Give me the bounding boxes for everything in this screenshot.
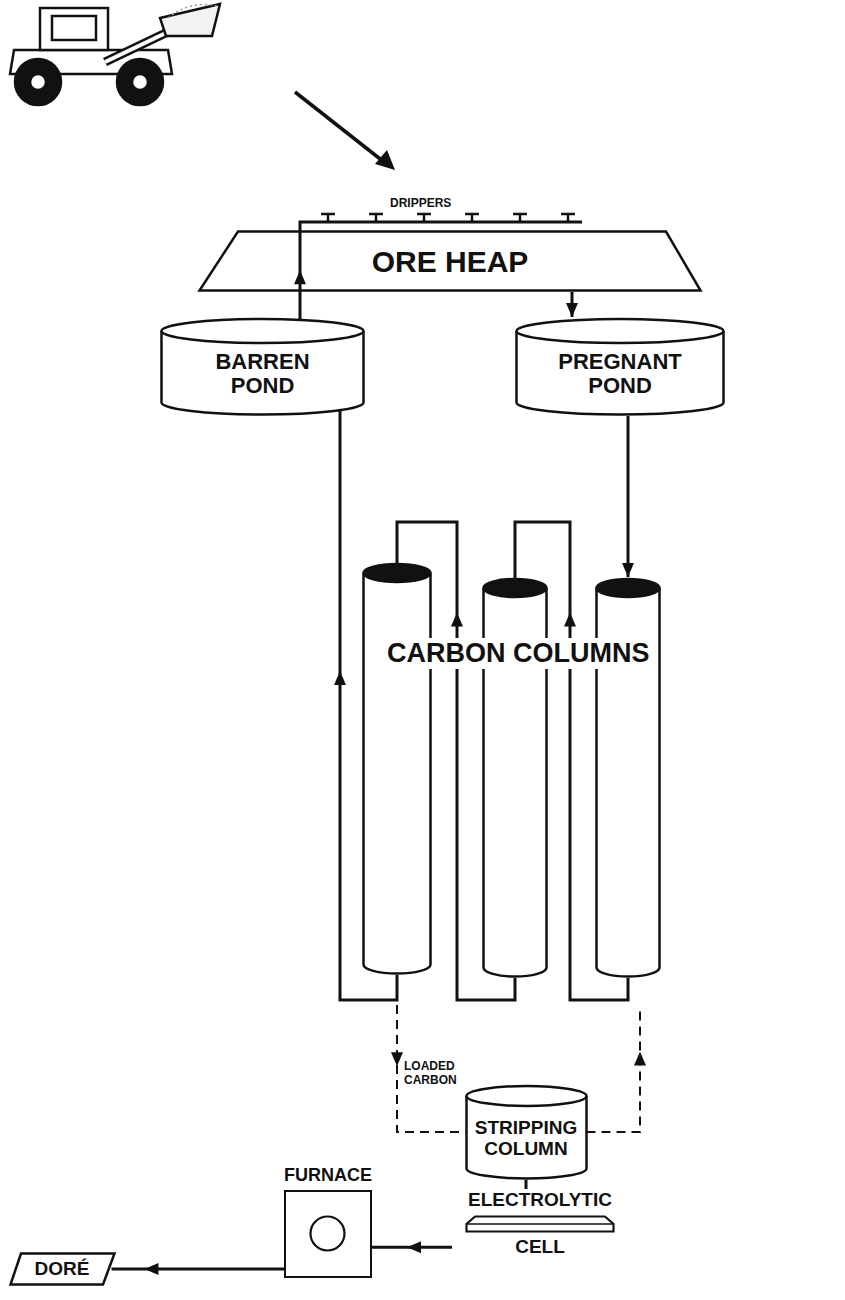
- solution-pipe: [526, 1180, 527, 1189]
- cylinder-body: [466, 1096, 586, 1179]
- cylinder-top: [517, 319, 724, 343]
- solution-pipe: [372, 1241, 452, 1253]
- carbon-transfer-line: [391, 975, 466, 1132]
- furnace-port: [286, 1192, 369, 1275]
- arrowhead: [566, 303, 578, 317]
- arrowhead: [451, 613, 463, 627]
- pregnant-pond-label: PREGNANT POND: [558, 350, 681, 398]
- ore-load: [168, 5, 218, 19]
- solution-pipe: [294, 222, 582, 319]
- loader-bucket: [160, 4, 220, 36]
- cell-plate: [465, 1215, 615, 1233]
- loader-arm: [105, 30, 172, 62]
- arrowhead: [144, 1263, 158, 1275]
- arrowhead: [391, 1052, 403, 1066]
- cylinder-body: [364, 573, 431, 973]
- wheel-hub: [30, 74, 46, 90]
- cylinder-top: [162, 319, 364, 343]
- wheel-hub: [132, 74, 148, 90]
- edge-label: LOADED CARBON: [404, 1060, 457, 1088]
- furnace-box: [284, 1190, 372, 1278]
- cylinder-top: [597, 579, 660, 597]
- dore-bar: DORÉ: [9, 1252, 116, 1286]
- feed-arrow: [295, 92, 384, 162]
- arrowhead: [564, 613, 576, 627]
- stripping-column: STRIPPING COLUMN: [465, 1085, 588, 1180]
- dore-bar-label: DORÉ: [35, 1259, 90, 1280]
- cylinder-top: [364, 564, 431, 582]
- solution-pipe: [334, 411, 397, 1000]
- stripping-column-label: STRIPPING COLUMN: [475, 1118, 577, 1160]
- barren-pond-label: BARREN POND: [215, 350, 309, 398]
- arrowhead: [407, 1241, 421, 1253]
- dripper-label: DRIPPERS: [388, 197, 453, 211]
- cell-heading: ELECTROLYTIC: [468, 1190, 612, 1211]
- feed-arrowhead: [375, 150, 395, 170]
- carbon-column: [362, 563, 432, 975]
- barren-pond: BARREN POND: [160, 318, 365, 416]
- solution-pipe: [622, 416, 634, 577]
- ore-heap-label: ORE HEAP: [372, 245, 529, 278]
- connector-line: [397, 975, 466, 1132]
- furnace: FURNACE: [278, 1166, 378, 1278]
- connector-line: [340, 411, 397, 1000]
- arrowhead: [634, 1051, 646, 1065]
- cell-label: CELL: [515, 1237, 565, 1258]
- arrowhead: [294, 270, 306, 284]
- electrolytic-cell: ELECTROLYTIC CELL: [455, 1190, 625, 1258]
- connector-line: [300, 222, 582, 319]
- truck-wheel: [117, 59, 163, 105]
- loader-arm-inner: [105, 30, 172, 62]
- solution-pipe: [566, 292, 578, 317]
- solution-pipe: [112, 1263, 285, 1275]
- arrowhead: [334, 671, 346, 685]
- truck-cab: [40, 8, 108, 50]
- loader-truck: [10, 4, 220, 105]
- connector-line: [627, 416, 630, 577]
- pregnant-pond: PREGNANT POND: [515, 318, 725, 416]
- carbon-column-outline: [362, 563, 432, 975]
- cylinder-top: [484, 579, 547, 597]
- truck-window: [52, 16, 96, 40]
- connector-line: [525, 1180, 528, 1189]
- carbon-transfer-line: [587, 1006, 647, 1132]
- truck-wheel: [15, 59, 61, 105]
- ore-heap: ORE HEAP: [198, 230, 702, 292]
- connector-line: [112, 1268, 285, 1271]
- connector-line: [587, 1006, 641, 1132]
- arrowhead: [622, 563, 634, 577]
- furnace-label: FURNACE: [284, 1166, 372, 1186]
- cylinder-top: [466, 1086, 586, 1106]
- cell-plate-outline: [465, 1215, 615, 1233]
- section-label: CARBON COLUMNS: [385, 638, 652, 669]
